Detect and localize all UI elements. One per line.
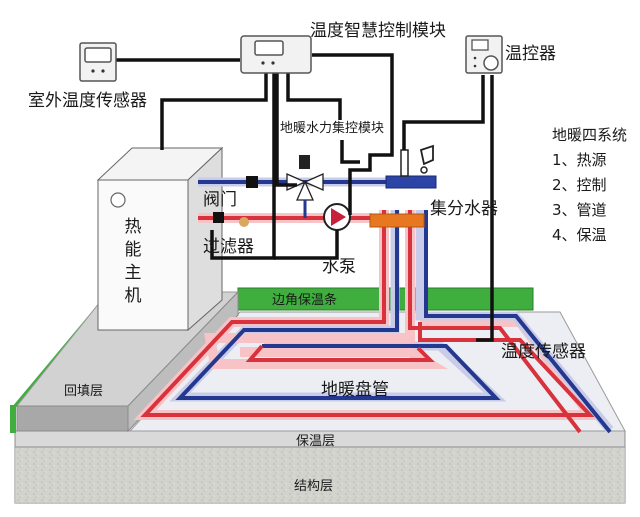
valve-icon-return xyxy=(246,176,258,188)
legend-item: 3、管道 xyxy=(552,201,607,219)
filter-icon xyxy=(239,217,249,227)
supply-pipe-outer xyxy=(140,210,595,417)
insulation-layer-label: 保温层 xyxy=(296,434,335,449)
floor-heating-coil-label: 地暖盘管 xyxy=(321,380,389,400)
heat-source-label-2: 能 xyxy=(125,240,142,260)
return-pipe-outer xyxy=(175,210,501,400)
backfill-layer-label: 回填层 xyxy=(64,384,103,399)
actuator-icon xyxy=(400,149,409,177)
outdoor-sensor-label: 室外温度传感器 xyxy=(28,91,147,111)
legend-item: 1、热源 xyxy=(552,151,607,169)
pump-icon xyxy=(323,203,351,231)
pump-label: 水泵 xyxy=(322,257,356,277)
supply-pipe-inner xyxy=(245,344,435,362)
temperature-sensor-label: 温度传感器 xyxy=(501,342,586,362)
legend-item: 2、控制 xyxy=(552,176,607,194)
floor-heating-coil xyxy=(133,210,614,434)
control-wiring xyxy=(116,53,494,342)
filter-label: 过滤器 xyxy=(203,237,254,257)
heat-source-label-4: 机 xyxy=(125,286,142,306)
manifold-label: 集分水器 xyxy=(430,199,498,219)
legend-title: 地暖四系统 xyxy=(552,126,627,144)
outdoor-sensor-device xyxy=(79,42,117,82)
indicator-light-icon xyxy=(110,192,126,208)
heat-source-label-3: 主 xyxy=(125,263,142,283)
thermostat-device xyxy=(465,35,503,74)
hydraulic-control-module-label: 地暖水力集控模块 xyxy=(280,120,384,136)
supply-pipe-right xyxy=(408,210,582,434)
smart-control-module-label: 温度智慧控制模块 xyxy=(310,21,446,41)
heat-source-label-1: 热 xyxy=(125,217,142,237)
thermostat-label: 温控器 xyxy=(505,44,556,64)
valve-icon-supply xyxy=(213,212,224,223)
return-pipe-right xyxy=(424,210,612,434)
legend-item: 4、保温 xyxy=(552,226,607,244)
edge-insulation-strip-label: 边角保温条 xyxy=(272,292,337,308)
structural-layer-label: 结构层 xyxy=(294,479,333,494)
legend: 地暖四系统 1、热源 2、控制 3、管道 4、保温 xyxy=(552,126,627,244)
manifold xyxy=(369,144,437,228)
valve-label: 阀门 xyxy=(203,190,237,210)
structural-layer xyxy=(14,445,626,504)
gauge-icon xyxy=(419,144,434,166)
smart-control-module-device xyxy=(240,35,312,74)
heat-source-unit xyxy=(96,146,224,332)
